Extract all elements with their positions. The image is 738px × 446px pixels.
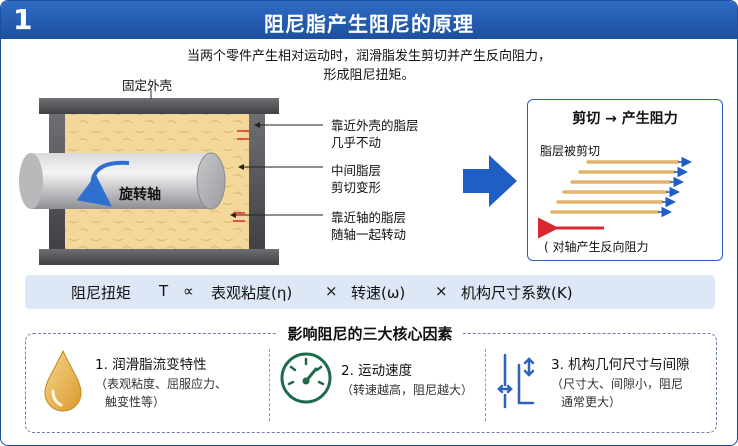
shear-panel-title: 剪切 → 产生阻力 xyxy=(572,111,678,127)
section-number: 1 xyxy=(13,3,33,36)
factor-1-desc-1: （表观粘度、屈服应力、 xyxy=(95,377,228,391)
droplet-icon xyxy=(44,349,82,412)
rotation-arrow-icon xyxy=(76,160,130,207)
formula-times-1: × xyxy=(325,282,338,300)
formula-lhs: 阻尼扭矩 xyxy=(71,284,132,302)
formula-symbol: T xyxy=(159,282,169,300)
formula-term-speed: 转速(ω) xyxy=(351,284,406,302)
factor-divider-2 xyxy=(485,349,486,421)
layer-middle-line-2: 剪切变形 xyxy=(331,180,382,195)
reaction-label: ( 对轴产生反向阻力 xyxy=(544,240,649,254)
factors-heading-wrap: 影响阻尼的三大核心因素 xyxy=(1,323,737,344)
layer-pointers xyxy=(230,122,323,222)
layer-inner-line-2: 随轴一起转动 xyxy=(331,227,407,242)
formula-term-size: 机构尺寸系数(K) xyxy=(461,284,573,302)
intro-line-1: 当两个零件产生相对运动时，润滑脂发生剪切并产生反向阻力， xyxy=(186,49,551,64)
gap-icon xyxy=(497,353,535,409)
sheared-label: 脂层被剪切 xyxy=(540,144,601,158)
factors-title: 影响阻尼的三大核心因素 xyxy=(277,325,463,343)
formula-bar: 阻尼扭矩 T ∝ 表观粘度(η) × 转速(ω) × 机构尺寸系数(K) xyxy=(25,275,715,309)
gauge-icon xyxy=(280,352,332,404)
layer-outer-line-1: 靠近外壳的脂层 xyxy=(331,118,419,133)
formula-proportional: ∝ xyxy=(183,282,194,300)
header-bar: 1 阻尼脂产生阻尼的原理 xyxy=(1,1,737,39)
layer-outer-line-2: 几乎不动 xyxy=(331,135,382,150)
factor-3-desc-1: （尺寸大、间隙小，阻尼 xyxy=(551,377,684,391)
intro-line-2: 形成阻尼扭矩。 xyxy=(323,68,415,83)
page-title: 阻尼脂产生阻尼的原理 xyxy=(264,12,474,36)
shear-layers-graphic xyxy=(538,156,692,239)
formula-times-2: × xyxy=(435,282,448,300)
factor-2-desc-1: （转速越高，阻尼越大） xyxy=(341,383,474,397)
layer-inner-line-1: 靠近轴的脂层 xyxy=(331,210,407,225)
factor-1-title: 1. 润滑脂流变特性 xyxy=(95,357,207,373)
factor-3-desc-2: 通常更大） xyxy=(561,395,622,409)
factor-2-title: 2. 运动速度 xyxy=(341,363,413,379)
factor-1-desc-2: 触变性等） xyxy=(105,395,166,409)
factor-divider-1 xyxy=(269,349,270,421)
factor-3-title: 3. 机构几何尺寸与间隙 xyxy=(551,357,690,373)
formula-term-viscosity: 表观粘度(η) xyxy=(211,284,293,302)
layer-middle-line-1: 中间脂层 xyxy=(331,163,382,178)
big-flow-arrow-icon xyxy=(463,155,517,207)
shaft-label: 旋转轴 xyxy=(119,187,161,203)
shear-panel: 剪切 → 产生阻力 脂层被剪切 xyxy=(527,99,723,261)
housing-label: 固定外壳 xyxy=(122,78,173,93)
